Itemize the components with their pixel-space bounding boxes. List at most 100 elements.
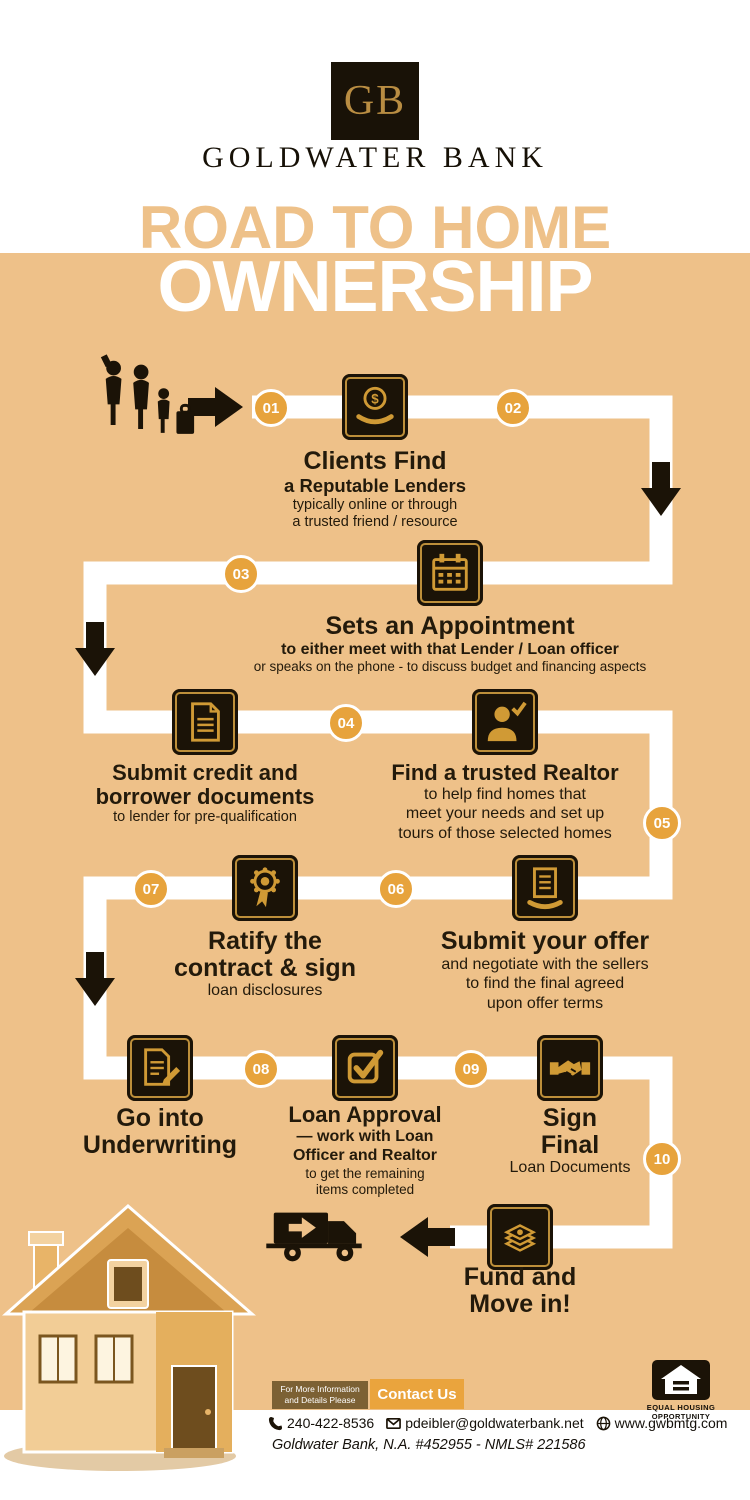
house-illustration [2,1204,257,1471]
step7-line1: loan disclosures [207,982,323,999]
step1-title: Clients Find [303,447,447,475]
family-icon [100,354,195,434]
approval-line3: to get the remaining [305,1165,425,1181]
step5-title: Find a trusted Realtor [391,760,619,785]
step10-title2: Move in! [469,1289,571,1318]
email-address[interactable]: pdeibler@goldwaterbank.net [405,1415,584,1431]
step6-line2: to find the final agreed [465,975,625,993]
sign-icon-box [537,1035,603,1101]
approval-icon-box [332,1035,398,1101]
step4-title2: borrower documents [95,783,315,809]
offer-icon-box [512,855,578,921]
step7-title2: contract & sign [174,953,356,982]
approval-title: Loan Approval [288,1102,442,1127]
info-label: For More Information and Details Please [272,1381,368,1409]
phone-icon [268,1416,283,1430]
info-label-line2: and Details Please [284,1395,356,1405]
step9-title1: Sign [542,1104,598,1132]
step1-line2: a trusted friend / resource [292,514,458,531]
logo-monogram: GB [343,78,407,124]
envelope-icon [386,1417,402,1429]
realtor-icon-box [472,689,538,755]
moving-truck-icon [266,1212,362,1262]
step5-line1: to help find homes that [424,785,586,803]
contact-us-button[interactable]: Contact Us [370,1379,464,1409]
step6-title: Submit your offer [440,927,650,955]
checkbox-icon [347,1049,384,1084]
eho-line1: EQUAL HOUSING [646,1403,716,1412]
approval-line1: — work with Loan [296,1127,434,1145]
legal-text: Goldwater Bank, N.A. #452955 - NMLS# 221… [272,1437,586,1453]
step5-line2: meet your needs and set up [405,805,605,823]
realtor-person-icon [487,701,527,742]
step6-line3: upon offer terms [486,994,604,1012]
step7-ratify-text: Ratify the contract & sign loan disclosu… [150,928,380,1001]
step3-line2: or speaks on the phone - to discuss budg… [253,659,647,675]
website-url[interactable]: www.gwbmtg.com [614,1415,728,1431]
step4-title1: Submit credit and [112,760,298,785]
contact-row: 240-422-8536 pdeibler@goldwaterbank.net … [268,1415,728,1431]
step9-line1: Loan Documents [509,1159,631,1176]
step3-title: Sets an Appointment [325,612,575,640]
money-stack-icon [503,1224,537,1252]
website-contact[interactable]: www.gwbmtg.com [596,1415,728,1431]
step10-title1: Fund and [463,1263,577,1291]
step-badge-09: 09 [452,1050,490,1088]
approval-line2: Officer and Realtor [292,1147,438,1165]
eho-line2: OPPORTUNITY [651,1412,711,1422]
offer-document-icon [527,867,563,910]
hand-coin-icon: $ [356,386,394,425]
step-badge-05: 05 [643,804,681,842]
step8-approval-text: Loan Approval — work with Loan Officer a… [260,1103,470,1198]
step4-line1: to lender for pre-qualification [113,808,297,825]
step6-line1: and negotiate with the sellers [441,955,649,973]
calendar-icon [432,553,468,591]
step-badge-08: 08 [242,1050,280,1088]
document-icon [191,702,220,742]
dollar-glyph: $ [371,392,379,407]
step1-line1: typically online or through [292,496,458,513]
step5-line3: tours of those selected homes [398,824,612,842]
step1-subtitle: a Reputable Lenders [284,474,466,496]
step-badge-10: 10 [643,1140,681,1178]
approval-line4: items completed [315,1181,415,1197]
step7-title1: Ratify the [208,927,322,955]
step3-line1: to either meet with that Lender / Loan o… [281,640,619,658]
headline-ownership: OWNERSHIP [157,247,593,327]
brand-name: GOLDWATER BANK [202,141,548,174]
email-contact[interactable]: pdeibler@goldwaterbank.net [386,1415,584,1431]
step-badge-07: 07 [132,870,170,908]
globe-icon [596,1416,610,1430]
underwriting-icon-box [127,1035,193,1101]
step4-documents-text: Submit credit and borrower documents to … [75,761,335,826]
info-label-line1: For More Information [280,1384,360,1395]
equal-housing-text: EQUAL HOUSING OPPORTUNITY [634,1403,728,1422]
step9-sign-text: Sign Final Loan Documents [480,1105,660,1178]
documents-icon-box [172,689,238,755]
phone-number[interactable]: 240-422-8536 [287,1415,375,1431]
handshake-icon [549,1060,591,1076]
step-badge-04: 04 [327,704,365,742]
fund-icon-box [487,1204,553,1270]
appointment-icon-box [417,540,483,606]
step1-text: Clients Find a Reputable Lenders typical… [245,448,505,532]
headline-road-to-home: ROAD TO HOME [138,194,612,261]
step-badge-01: 01 [252,389,290,427]
document-pencil-icon [144,1048,181,1086]
phone-contact[interactable]: 240-422-8536 [268,1415,374,1431]
step8-title2: Underwriting [82,1130,238,1159]
step-badge-06: 06 [377,870,415,908]
step9-title2: Final [540,1130,600,1159]
equal-housing-logo [652,1360,710,1400]
step10-fund-text: Fund and Move in! [430,1264,610,1317]
ratify-icon-box [232,855,298,921]
lender-icon-box: $ [342,374,408,440]
goldwater-logo-box: GB [331,62,419,140]
step5-realtor-text: Find a trusted Realtor to help find home… [367,761,643,843]
step-badge-03: 03 [222,555,260,593]
award-seal-icon [250,867,280,908]
step6-offer-text: Submit your offer and negotiate with the… [402,928,688,1013]
step8-underwriting-text: Go into Underwriting [60,1105,260,1158]
step-badge-02: 02 [494,389,532,427]
